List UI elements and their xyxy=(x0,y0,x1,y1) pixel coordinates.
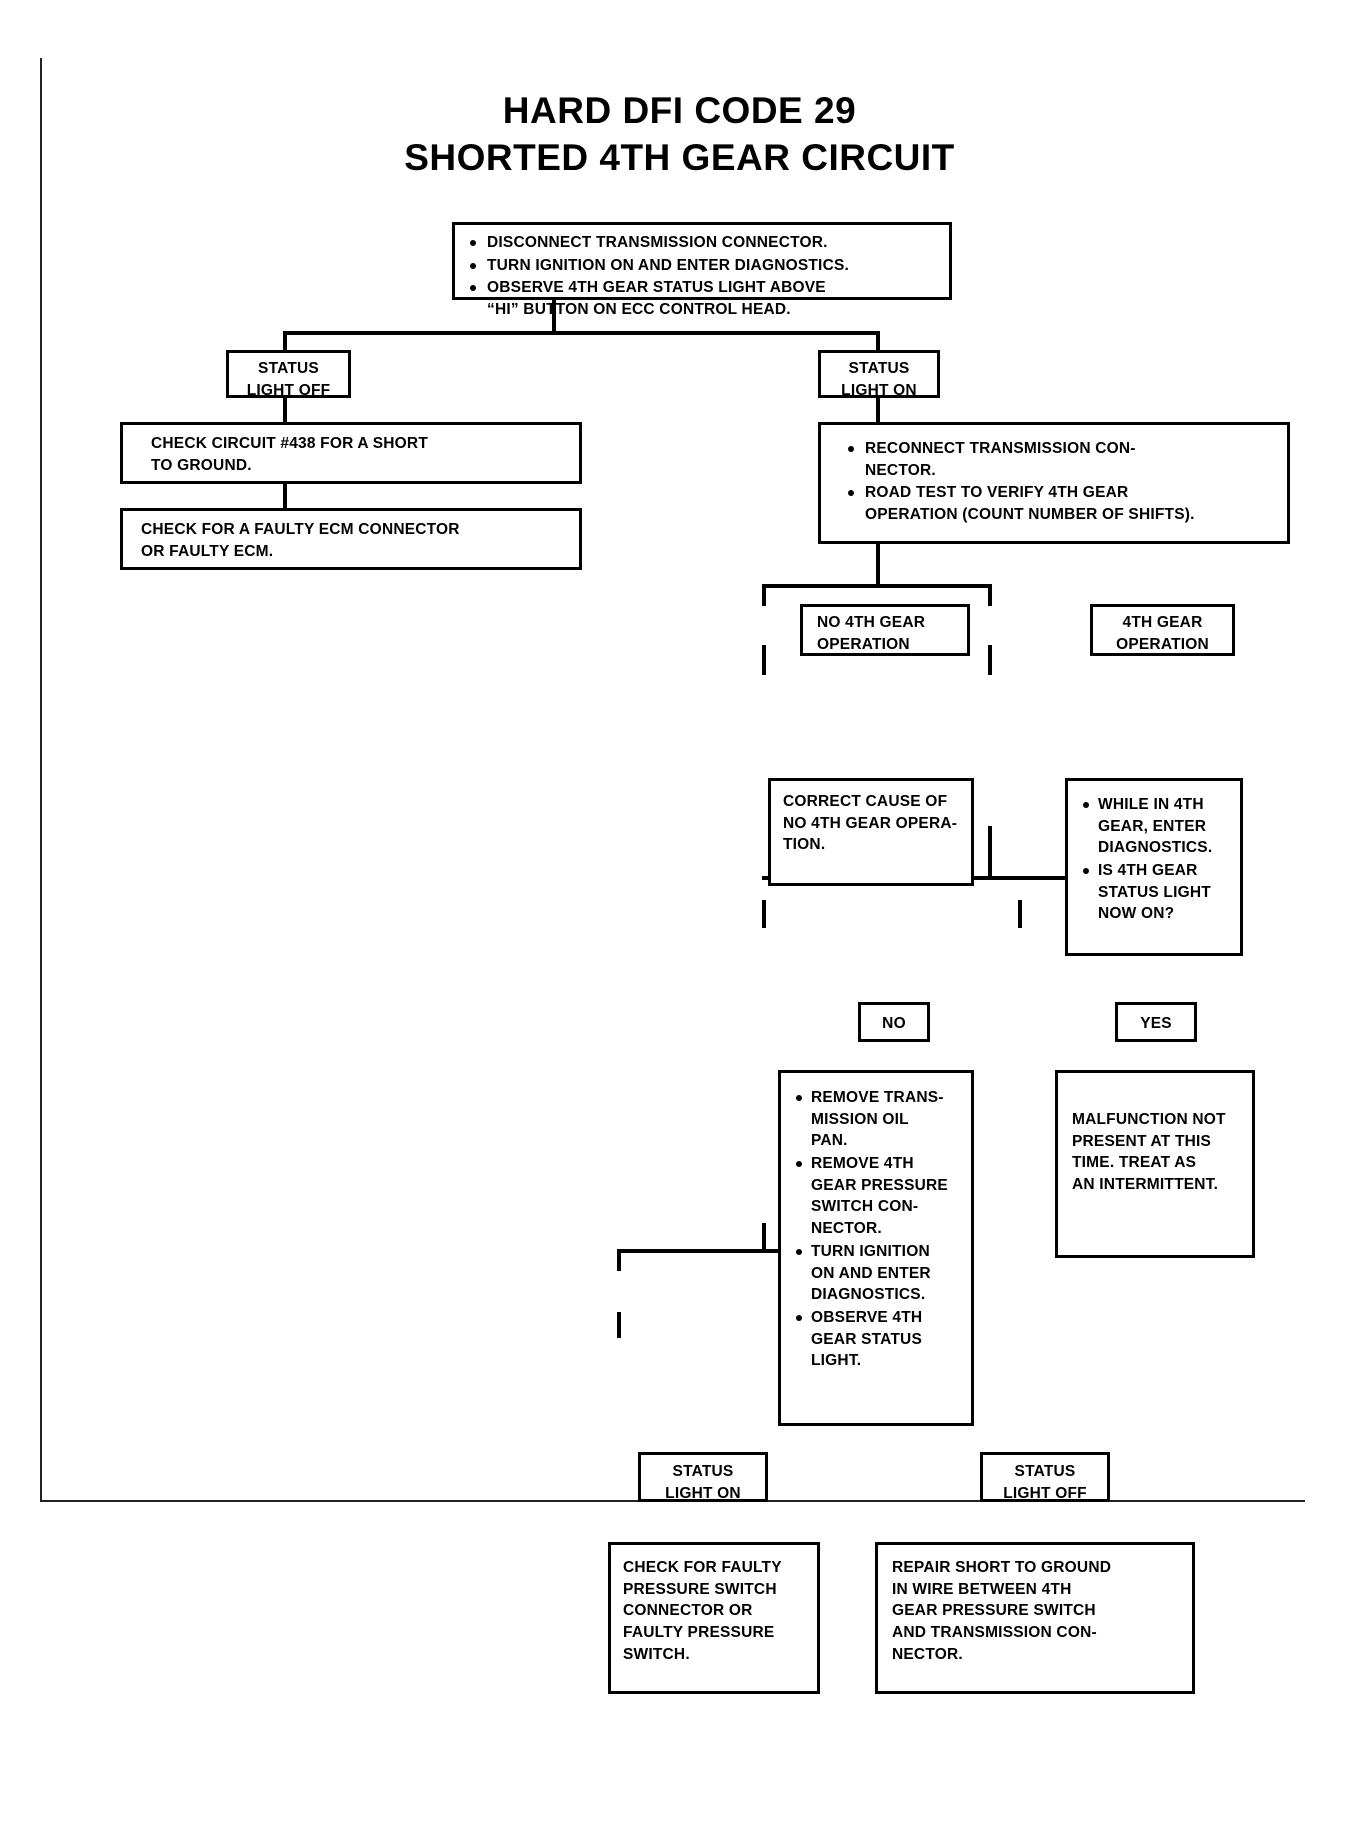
page-title-line-1: HARD DFI CODE 29 xyxy=(502,90,857,131)
connector-4th-down xyxy=(988,645,992,675)
status-light-on-label: STATUS LIGHT ON xyxy=(841,360,917,399)
connector-oilpan-down xyxy=(762,1223,766,1253)
node-reconnect-road-test: RECONNECT TRANSMISSION CON- NECTOR. ROAD… xyxy=(818,422,1290,544)
node-status-light-off-2: STATUS LIGHT OFF xyxy=(980,1452,1110,1502)
malfunction-not-present-text: MALFUNCTION NOT PRESENT AT THIS TIME. TR… xyxy=(1072,1111,1226,1194)
connector-bottom-split xyxy=(617,1249,907,1253)
connector-top-split xyxy=(283,331,880,335)
reconnect-bullet-2: ROAD TEST TO VERIFY 4TH GEAR OPERATION (… xyxy=(843,482,1277,525)
connector-start-down xyxy=(552,297,556,333)
while-4th-bullet-2: IS 4TH GEAR STATUS LIGHT NOW ON? xyxy=(1078,860,1234,925)
node-remove-oil-pan: REMOVE TRANS- MISSION OIL PAN. REMOVE 4T… xyxy=(778,1070,974,1426)
page-left-rule xyxy=(40,58,42,1500)
repair-short-text: REPAIR SHORT TO GROUND IN WIRE BETWEEN 4… xyxy=(892,1559,1112,1663)
node-while-in-4th-gear: WHILE IN 4TH GEAR, ENTER DIAGNOSTICS. IS… xyxy=(1065,778,1243,956)
node-start-instructions: DISCONNECT TRANSMISSION CONNECTOR. TURN … xyxy=(452,222,952,318)
connector-to-status-on xyxy=(876,331,880,353)
start-bullet-1: DISCONNECT TRANSMISSION CONNECTOR. xyxy=(465,232,939,254)
oilpan-bullet-list: REMOVE TRANS- MISSION OIL PAN. REMOVE 4T… xyxy=(791,1087,965,1372)
oilpan-bullet-4: OBSERVE 4TH GEAR STATUS LIGHT. xyxy=(791,1307,965,1372)
status-light-on-2-label: STATUS LIGHT ON xyxy=(665,1463,741,1502)
check-pressure-switch-text: CHECK FOR FAULTY PRESSURE SWITCH CONNECT… xyxy=(623,1559,782,1663)
start-bullet-list: DISCONNECT TRANSMISSION CONNECTOR. TURN … xyxy=(465,232,939,321)
connector-statuson-down xyxy=(876,396,880,424)
node-no-4th-gear-operation: NO 4TH GEAR OPERATION xyxy=(800,604,970,656)
check-circuit-438-text: CHECK CIRCUIT #438 FOR A SHORT TO GROUND… xyxy=(151,435,428,474)
connector-reconnect-down xyxy=(876,544,880,586)
node-branch-no: NO xyxy=(858,1002,930,1042)
start-bullet-3: OBSERVE 4TH GEAR STATUS LIGHT ABOVE “HI”… xyxy=(465,277,939,320)
4th-gear-operation-label: 4TH GEAR OPERATION xyxy=(1116,614,1209,653)
status-light-off-2-label: STATUS LIGHT OFF xyxy=(1003,1463,1087,1502)
connector-to-statuson2 xyxy=(617,1249,621,1271)
node-branch-yes: YES xyxy=(1115,1002,1197,1042)
reconnect-bullet-list: RECONNECT TRANSMISSION CON- NECTOR. ROAD… xyxy=(843,438,1277,526)
connector-gear-split xyxy=(762,584,992,588)
no-4th-gear-operation-label: NO 4TH GEAR OPERATION xyxy=(817,614,926,653)
connector-to-no4th xyxy=(762,584,766,606)
correct-cause-text: CORRECT CAUSE OF NO 4TH GEAR OPERA- TION… xyxy=(783,793,958,854)
branch-no-label: NO xyxy=(882,1015,906,1032)
connector-split-stub xyxy=(988,826,992,876)
connector-statusoff-down xyxy=(283,396,287,424)
node-4th-gear-operation: 4TH GEAR OPERATION xyxy=(1090,604,1235,656)
check-faulty-ecm-text: CHECK FOR A FAULTY ECM CONNECTOR OR FAUL… xyxy=(141,521,460,560)
status-light-off-label: STATUS LIGHT OFF xyxy=(246,360,331,399)
node-correct-cause: CORRECT CAUSE OF NO 4TH GEAR OPERA- TION… xyxy=(768,778,974,886)
reconnect-bullet-1: RECONNECT TRANSMISSION CON- NECTOR. xyxy=(843,438,1277,481)
connector-yes-down xyxy=(1018,900,1022,928)
connector-to-status-off xyxy=(283,331,287,353)
oilpan-bullet-2: REMOVE 4TH GEAR PRESSURE SWITCH CON- NEC… xyxy=(791,1153,965,1240)
start-bullet-2: TURN IGNITION ON AND ENTER DIAGNOSTICS. xyxy=(465,255,939,277)
connector-no-down xyxy=(762,900,766,928)
oilpan-bullet-3: TURN IGNITION ON AND ENTER DIAGNOSTICS. xyxy=(791,1241,965,1306)
branch-yes-label: YES xyxy=(1140,1015,1172,1032)
connector-noyes-split xyxy=(762,876,1218,880)
node-check-faulty-ecm: CHECK FOR A FAULTY ECM CONNECTOR OR FAUL… xyxy=(120,508,582,570)
connector-statuson2-down xyxy=(617,1312,621,1338)
node-repair-short: REPAIR SHORT TO GROUND IN WIRE BETWEEN 4… xyxy=(875,1542,1195,1694)
while-4th-bullet-1: WHILE IN 4TH GEAR, ENTER DIAGNOSTICS. xyxy=(1078,794,1234,859)
node-status-light-off: STATUS LIGHT OFF xyxy=(226,350,351,399)
page-title-line-2: SHORTED 4TH GEAR CIRCUIT xyxy=(404,137,955,178)
node-status-light-on: STATUS LIGHT ON xyxy=(818,350,940,399)
node-status-light-on-2: STATUS LIGHT ON xyxy=(638,1452,768,1502)
while-4th-bullet-list: WHILE IN 4TH GEAR, ENTER DIAGNOSTICS. IS… xyxy=(1078,794,1234,925)
connector-438-down xyxy=(283,484,287,508)
node-malfunction-not-present: MALFUNCTION NOT PRESENT AT THIS TIME. TR… xyxy=(1055,1070,1255,1258)
oilpan-bullet-1: REMOVE TRANS- MISSION OIL PAN. xyxy=(791,1087,965,1152)
connector-no4th-down xyxy=(762,645,766,675)
node-check-pressure-switch: CHECK FOR FAULTY PRESSURE SWITCH CONNECT… xyxy=(608,1542,820,1694)
connector-to-4th xyxy=(988,584,992,606)
node-check-circuit-438: CHECK CIRCUIT #438 FOR A SHORT TO GROUND… xyxy=(120,422,582,484)
